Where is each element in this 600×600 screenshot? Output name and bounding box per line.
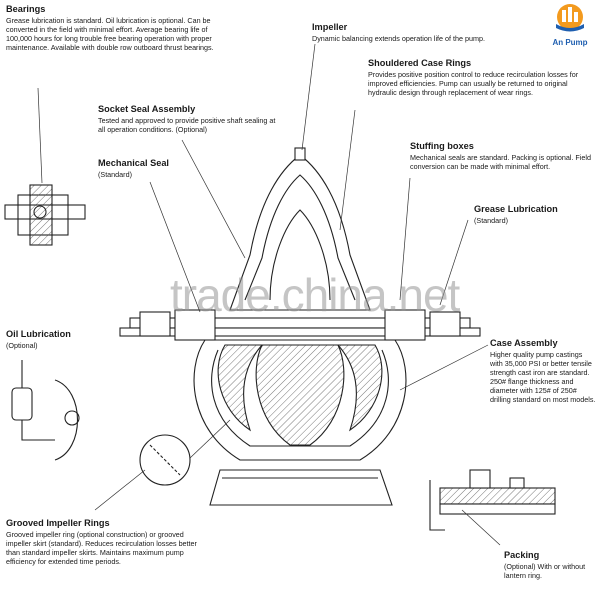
label-impeller-title: Impeller xyxy=(312,22,348,32)
label-stuffing-body: Mechanical seals are standard. Packing i… xyxy=(410,153,591,171)
label-mechanical-seal: Mechanical Seal (Standard) xyxy=(98,158,218,179)
suction-passage-right xyxy=(336,344,383,432)
label-socket-title: Socket Seal Assembly xyxy=(98,104,196,114)
label-socket-body: Tested and approved to provide positive … xyxy=(98,116,276,134)
label-bearings-title: Bearings xyxy=(6,4,46,14)
packing-detail xyxy=(429,469,556,531)
label-bearings-body: Grease lubrication is standard. Oil lubr… xyxy=(6,16,214,52)
suction-passage-left xyxy=(217,344,264,432)
label-oil-lubrication: Oil Lubrication (Optional) xyxy=(6,329,116,350)
label-stuffing-title: Stuffing boxes xyxy=(410,141,474,151)
label-grooved-title: Grooved Impeller Rings xyxy=(6,518,110,528)
label-packing-title: Packing xyxy=(504,550,540,560)
label-grease-body: (Standard) xyxy=(474,216,508,225)
label-grooved-impeller-rings: Grooved Impeller Rings Grooved impeller … xyxy=(6,518,206,566)
an-pump-logo-icon xyxy=(556,4,584,32)
label-bearings: Bearings Grease lubrication is standard.… xyxy=(6,4,231,52)
label-oil-body: (Optional) xyxy=(6,341,38,350)
label-impeller-body: Dynamic balancing extends operation life… xyxy=(312,34,486,43)
watermark-text: trade.china.net xyxy=(170,269,460,321)
label-shouldered-case-rings: Shouldered Case Rings Provides positive … xyxy=(368,58,598,97)
label-impeller: Impeller Dynamic balancing extends opera… xyxy=(312,22,517,43)
label-mechanical-title: Mechanical Seal xyxy=(98,158,169,168)
label-case-assembly: Case Assembly Higher quality pump castin… xyxy=(490,338,596,404)
label-grease-lubrication: Grease Lubrication (Standard) xyxy=(474,204,594,225)
bearing-detail xyxy=(4,184,86,246)
brand-name: An Pump xyxy=(552,38,588,47)
label-oil-title: Oil Lubrication xyxy=(6,329,71,339)
label-case-body: Higher quality pump castings with 35,000… xyxy=(490,350,596,404)
label-shouldered-body: Provides positive position control to re… xyxy=(368,70,579,97)
pump-base xyxy=(209,469,393,506)
label-packing: Packing (Optional) With or without lante… xyxy=(504,550,594,580)
label-grooved-body: Grooved impeller ring (optional construc… xyxy=(6,530,197,566)
shaft xyxy=(119,327,481,337)
label-packing-body: (Optional) With or without lantern ring. xyxy=(504,562,586,580)
label-mechanical-body: (Standard) xyxy=(98,170,132,179)
brand-logo: An Pump xyxy=(540,2,600,50)
label-case-title: Case Assembly xyxy=(490,338,558,348)
oil-lubrication-detail xyxy=(11,360,80,461)
label-stuffing-boxes: Stuffing boxes Mechanical seals are stan… xyxy=(410,141,595,171)
label-shouldered-title: Shouldered Case Rings xyxy=(368,58,472,68)
label-socket-seal: Socket Seal Assembly Tested and approved… xyxy=(98,104,283,134)
label-grease-title: Grease Lubrication xyxy=(474,204,558,214)
impeller xyxy=(255,344,345,446)
